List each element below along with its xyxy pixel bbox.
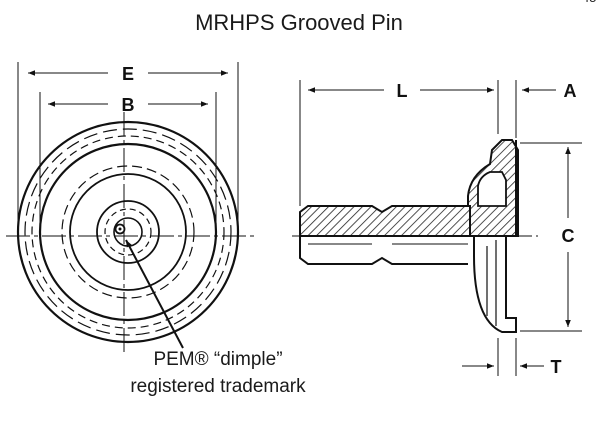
dimension-label-c: C bbox=[562, 226, 575, 246]
corner-page-number: 45 bbox=[582, 0, 596, 5]
dimple-note-line-1: PEM® “dimple” bbox=[153, 349, 282, 370]
dimension-t: T bbox=[462, 338, 562, 377]
dimension-label-l: L bbox=[397, 81, 408, 101]
front-view bbox=[6, 112, 254, 356]
dimension-label-b: B bbox=[122, 95, 135, 115]
dimension-a: A bbox=[515, 80, 577, 138]
dimension-b: B bbox=[39, 92, 217, 232]
dimension-c: C bbox=[520, 142, 582, 332]
dimension-e: E bbox=[17, 62, 239, 232]
dimple-note-line-2: registered trademark bbox=[130, 376, 306, 397]
dimension-l: L bbox=[299, 80, 499, 206]
dimension-label-a: A bbox=[564, 81, 577, 101]
shank-section-hatch bbox=[299, 205, 471, 237]
page-title: MRHPS Grooved Pin bbox=[195, 10, 403, 35]
side-view bbox=[292, 139, 538, 333]
dimension-label-t: T bbox=[551, 357, 562, 377]
dimension-label-e: E bbox=[122, 64, 134, 84]
dimple-leader-line bbox=[125, 239, 184, 349]
